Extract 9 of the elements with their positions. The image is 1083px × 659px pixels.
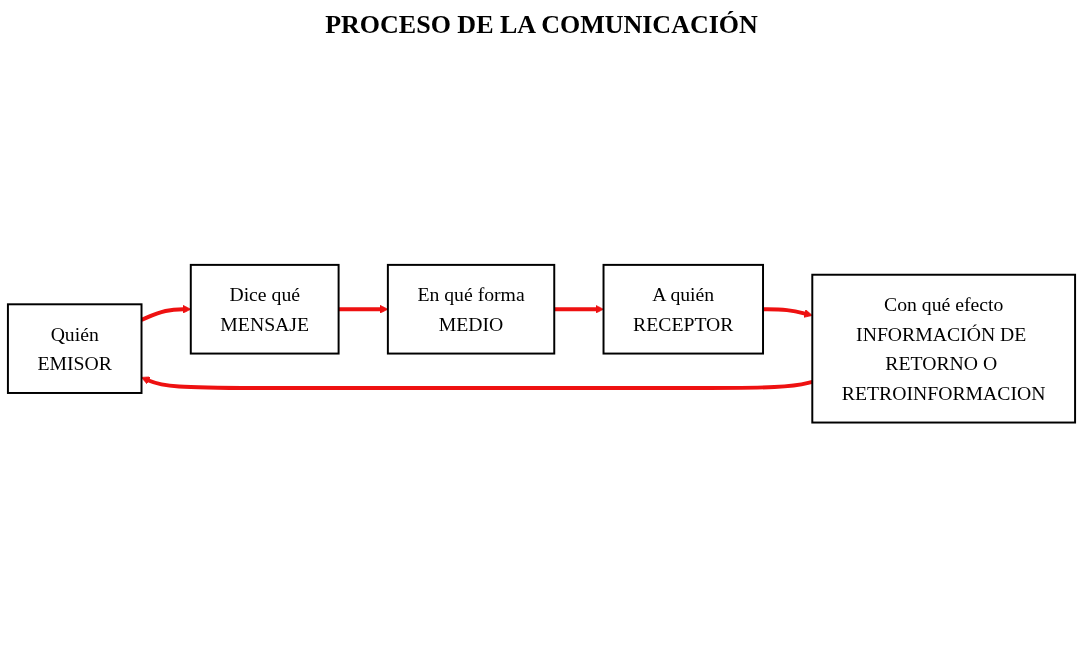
diagram-title: PROCESO DE LA COMUNICACIÓN: [324, 10, 759, 40]
node-box: Dice qué MENSAJE: [189, 264, 340, 355]
node-box: En qué forma MEDIO: [386, 264, 556, 355]
node-box: Quién EMISOR: [6, 303, 143, 395]
arrow: [763, 307, 813, 318]
node-box: Con qué efecto INFORMACIÓN DE RETORNO O RETROINFORMACION: [811, 274, 1077, 424]
arrow: [554, 305, 604, 314]
node-box: A quién RECEPTOR: [602, 264, 764, 355]
arrow: [141, 376, 813, 391]
